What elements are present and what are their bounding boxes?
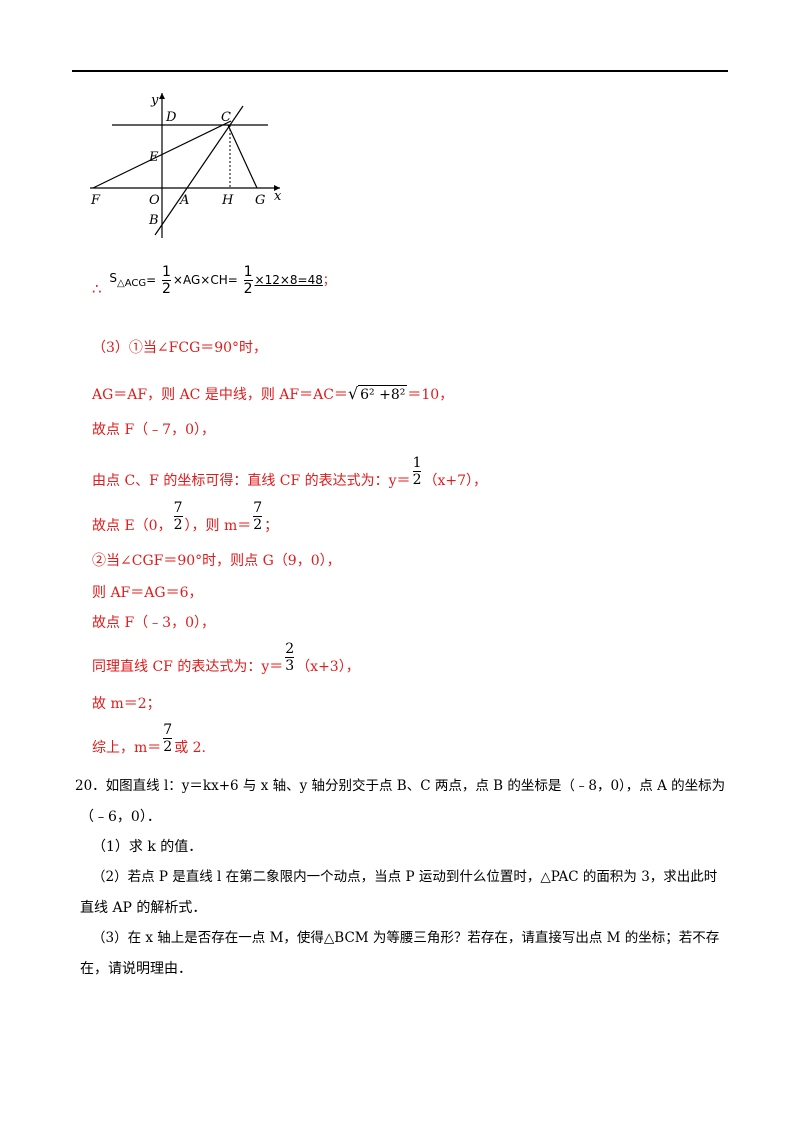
line-fc xyxy=(92,120,232,189)
area-eq: = xyxy=(146,273,157,287)
case2-line: ②当∠CGF＝90°时，则点 G（9，0）， xyxy=(92,553,341,569)
point-f2-line: 故点 F（﹣3，0）， xyxy=(92,615,215,631)
q20-sub1: （1）求 k 的值． xyxy=(92,839,203,855)
area-mid: ×AG×CH= xyxy=(172,273,238,287)
header-rule xyxy=(72,70,728,72)
therefore-symbol: ∴ xyxy=(92,280,102,298)
q20-line2: （﹣6，0）． xyxy=(80,809,161,825)
sqrt-expression: 6² +8² xyxy=(358,385,408,403)
q20-sub3-a: （3）在 x 轴上是否存在一点 M，使得△BCM 为等腰三角形？若存在，请直接写… xyxy=(92,930,720,946)
label-g: G xyxy=(255,193,265,208)
line-bc xyxy=(154,105,244,236)
label-h: H xyxy=(221,193,234,208)
label-d: D xyxy=(165,110,177,125)
label-c: C xyxy=(221,110,231,125)
point-f1-line: 故点 F（﹣7，0）， xyxy=(92,422,215,438)
q20-sub3-b: 在，请说明理由． xyxy=(80,961,192,977)
label-y: y xyxy=(150,93,159,108)
q20-line1: 20．如图直线 l：y＝kx+6 与 x 轴、y 轴分别交于点 B、C 两点，点… xyxy=(75,778,726,794)
x-axis-arrow xyxy=(274,185,280,191)
q20-sub2-b: 直线 AP 的解析式． xyxy=(80,900,207,916)
label-o: O xyxy=(149,193,160,208)
label-e: E xyxy=(148,150,159,165)
label-x: x xyxy=(274,189,282,204)
case1-line: （3）①当∠FCG＝90°时， xyxy=(92,340,268,356)
af-ag-line: 则 AF＝AG＝6， xyxy=(92,585,203,601)
label-b: B xyxy=(148,213,159,228)
q20-sub2-a: （2）若点 P 是直线 l 在第二象限内一个动点，当点 P 运动到什么位置时，△… xyxy=(92,869,718,885)
label-a: A xyxy=(179,193,189,208)
area-rest: ×12×8=48 xyxy=(254,273,323,287)
area-semicolon: ； xyxy=(322,273,335,287)
geometry-figure: y D C E F O A H G x B xyxy=(90,93,282,238)
area-s: S xyxy=(109,271,117,285)
y-axis-arrow xyxy=(159,93,165,99)
m2-line: 故 m＝2； xyxy=(92,696,161,712)
area-subscript: △ACG xyxy=(117,278,147,289)
label-f: F xyxy=(90,193,101,208)
line-cg xyxy=(227,124,258,189)
ag-af-line: AG＝AF，则 AC 是中线，则 AF＝AC＝√6² +8²＝10， xyxy=(92,384,454,404)
